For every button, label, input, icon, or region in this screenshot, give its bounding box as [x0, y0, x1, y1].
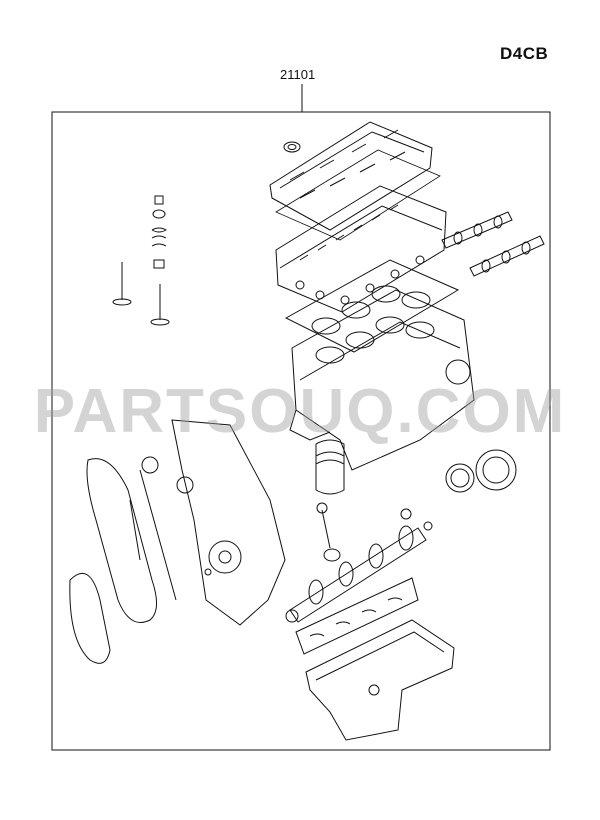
piston-icon[interactable]: [315, 439, 345, 495]
cylinder-head-cover-icon[interactable]: [269, 121, 433, 231]
part-number-label[interactable]: 21101: [280, 67, 316, 82]
valve-icon[interactable]: [112, 262, 170, 326]
oil-seal-icon: [400, 449, 517, 531]
bearing-cap-icon: [295, 577, 419, 655]
timing-chain-icon: [69, 458, 177, 664]
crankshaft-icon[interactable]: [285, 525, 427, 623]
kit-frame: [51, 111, 551, 751]
connecting-rod-icon[interactable]: [316, 502, 341, 562]
cylinder-head-icon[interactable]: [275, 185, 447, 313]
cover-gasket-icon: [275, 149, 441, 241]
oil-pan-icon[interactable]: [305, 619, 455, 741]
timing-cover-icon[interactable]: [141, 419, 286, 626]
camshaft-icon[interactable]: [441, 211, 545, 277]
cylinder-block-icon[interactable]: [289, 289, 475, 471]
engine-code-label: D4CB: [500, 44, 549, 63]
valve-spring-icon: [151, 195, 168, 269]
head-gasket-icon: [284, 259, 460, 353]
